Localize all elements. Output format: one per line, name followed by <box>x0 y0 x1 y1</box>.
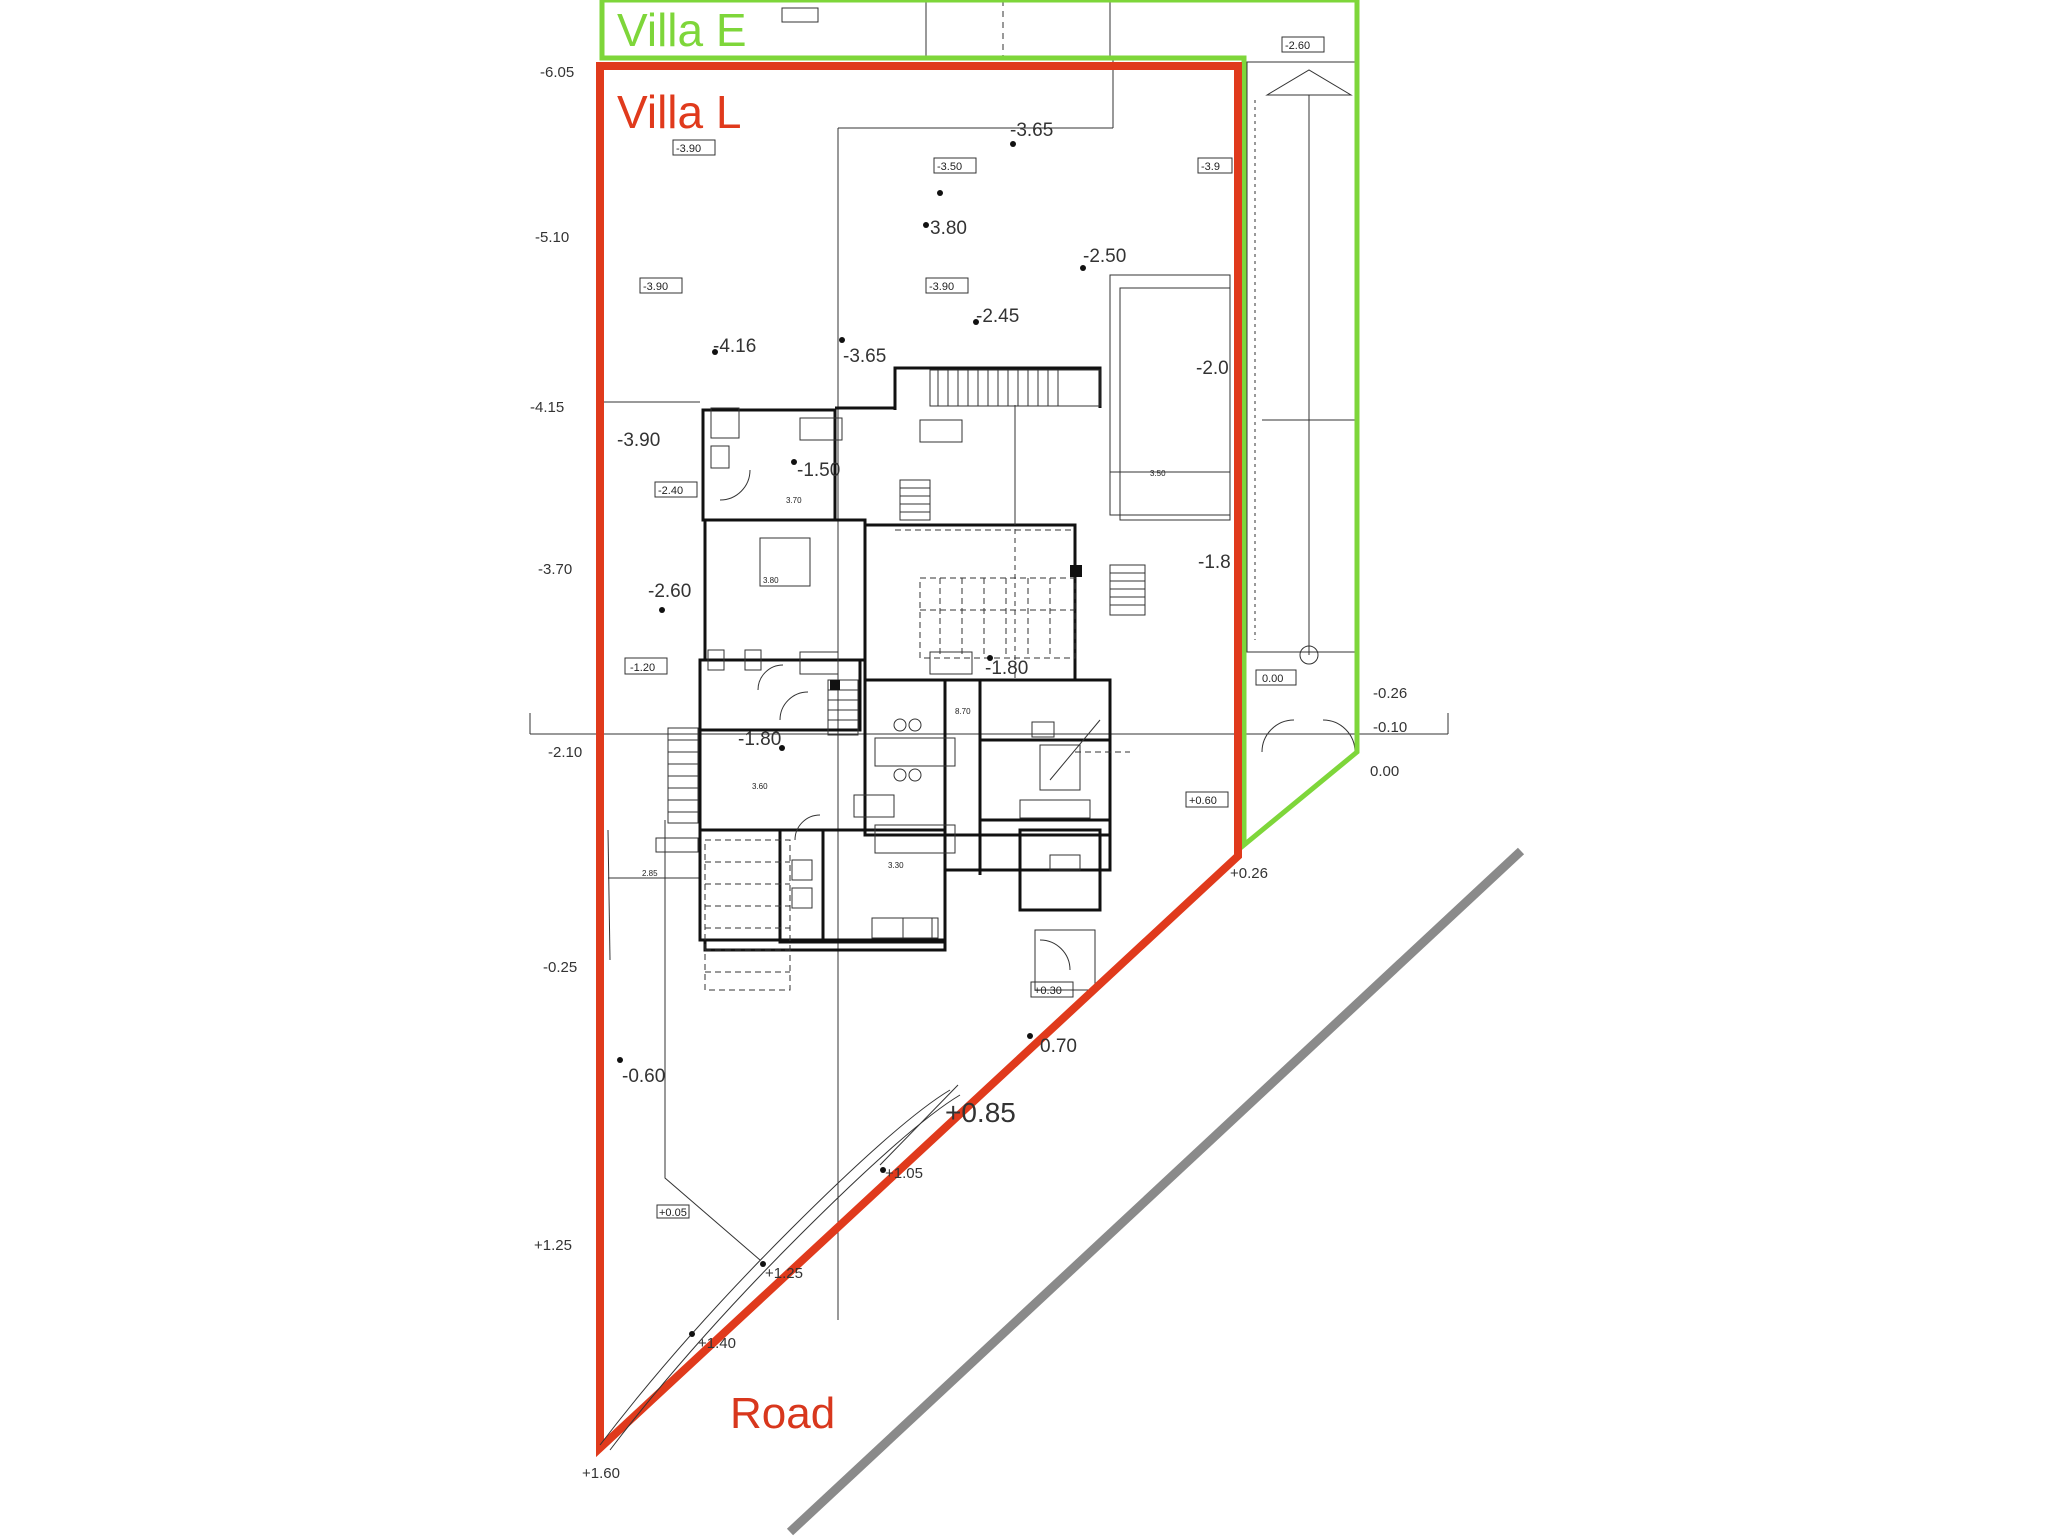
svg-text:-3.90: -3.90 <box>617 430 660 451</box>
svg-text:-3.50: -3.50 <box>937 161 962 173</box>
svg-text:3.60: 3.60 <box>752 782 768 791</box>
road-label: Road <box>730 1389 835 1438</box>
svg-text:-0.10: -0.10 <box>1373 719 1407 736</box>
svg-text:-1.80: -1.80 <box>738 729 781 750</box>
svg-text:-3.90: -3.90 <box>676 143 701 155</box>
svg-text:-2.50: -2.50 <box>1083 246 1126 267</box>
svg-text:-1.20: -1.20 <box>630 662 655 674</box>
svg-text:-3.65: -3.65 <box>1010 120 1053 141</box>
road-curb-curve <box>599 1089 951 1446</box>
spot-level-labels: -3.65 3.80 -2.50 -2.45 -4.16 -3.65 -2.0 … <box>617 120 1407 1352</box>
svg-text:3.80: 3.80 <box>930 218 967 239</box>
svg-text:-1.8: -1.8 <box>1198 552 1231 573</box>
svg-text:2.85: 2.85 <box>642 869 658 878</box>
svg-text:-2.60: -2.60 <box>648 581 691 602</box>
svg-text:-3.70: -3.70 <box>538 561 572 578</box>
svg-text:3.80: 3.80 <box>763 576 779 585</box>
svg-text:3.70: 3.70 <box>786 496 802 505</box>
house-floor-plan <box>667 366 1146 991</box>
svg-text:3.30: 3.30 <box>888 861 904 870</box>
svg-text:-3.9: -3.9 <box>1201 161 1220 173</box>
left-level-labels: -6.05 -5.10 -4.15 -3.70 -2.10 -0.25 +1.2… <box>530 64 620 1482</box>
svg-text:-6.05: -6.05 <box>540 64 574 81</box>
svg-text:3.50: 3.50 <box>1150 469 1166 478</box>
svg-text:-0.60: -0.60 <box>622 1066 665 1087</box>
svg-text:-3.65: -3.65 <box>843 346 886 367</box>
svg-text:+0.60: +0.60 <box>1189 795 1217 807</box>
svg-text:+0.85: +0.85 <box>945 1097 1016 1128</box>
svg-text:-2.0: -2.0 <box>1196 358 1229 379</box>
svg-text:+0.26: +0.26 <box>1230 865 1268 882</box>
svg-text:+1.40: +1.40 <box>698 1335 736 1352</box>
svg-text:-3.90: -3.90 <box>643 281 668 293</box>
svg-text:-0.25: -0.25 <box>543 959 577 976</box>
svg-text:-2.45: -2.45 <box>976 306 1019 327</box>
svg-text:-4.15: -4.15 <box>530 399 564 416</box>
svg-text:-1.50: -1.50 <box>797 460 840 481</box>
svg-text:+1.05: +1.05 <box>885 1165 923 1182</box>
svg-text:-3.90: -3.90 <box>929 281 954 293</box>
svg-text:8.70: 8.70 <box>955 707 971 716</box>
villa-l-boundary <box>596 62 1242 1458</box>
level-tags: -3.90 -3.50 -3.9 -3.90 -3.90 -2.40 -1.20… <box>624 7 1325 1219</box>
svg-text:+1.60: +1.60 <box>582 1465 620 1482</box>
villa-l-label: Villa L <box>617 86 741 138</box>
svg-text:0.70: 0.70 <box>1040 1036 1077 1057</box>
svg-text:+0.30: +0.30 <box>1034 985 1062 997</box>
svg-text:+0.05: +0.05 <box>659 1207 687 1219</box>
svg-text:-5.10: -5.10 <box>535 229 569 246</box>
svg-text:+1.25: +1.25 <box>534 1237 572 1254</box>
villa-e-label: Villa E <box>617 4 747 56</box>
road-edge-line <box>786 847 1525 1536</box>
svg-text:-2.40: -2.40 <box>658 485 683 497</box>
svg-text:0.00: 0.00 <box>1370 763 1399 780</box>
villa-e-boundary <box>599 0 1360 851</box>
svg-text:-4.16: -4.16 <box>713 336 756 357</box>
svg-text:-2.10: -2.10 <box>548 744 582 761</box>
background-linework <box>529 0 1449 1320</box>
svg-text:+1.25: +1.25 <box>765 1265 803 1282</box>
dimension-labels: 3.70 3.80 3.60 8.70 3.30 3.50 2.85 <box>642 469 1166 878</box>
svg-text:-0.26: -0.26 <box>1373 685 1407 702</box>
svg-text:-2.60: -2.60 <box>1285 40 1310 52</box>
svg-text:0.00: 0.00 <box>1262 673 1283 685</box>
svg-text:-1.80: -1.80 <box>985 658 1028 679</box>
